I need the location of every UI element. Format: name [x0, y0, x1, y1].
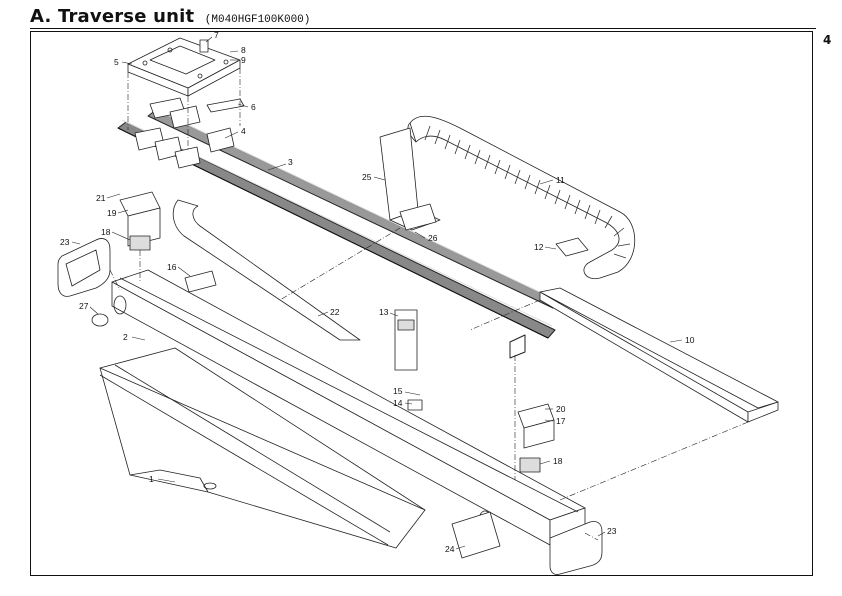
callout-7: 7	[214, 30, 219, 40]
callout-18: 18	[101, 227, 111, 237]
air-unit	[394, 309, 423, 411]
callout-6: 6	[251, 102, 256, 112]
callout-26: 26	[428, 233, 438, 243]
callout-17: 17	[556, 416, 566, 426]
cover-plate	[451, 511, 501, 559]
callout-1: 1	[149, 474, 154, 484]
plug	[91, 313, 109, 327]
callout-27: 27	[79, 301, 89, 311]
page-title: A. Traverse unit (M040HGF100K000)	[30, 6, 310, 27]
bracket-6	[206, 98, 245, 113]
base-frame	[99, 347, 426, 549]
callout-4: 4	[241, 126, 246, 136]
callout-19: 19	[107, 208, 117, 218]
section-title: A. Traverse unit	[30, 6, 195, 27]
callout-2: 2	[123, 332, 128, 342]
callout-9: 9	[241, 55, 246, 65]
callout-16: 16	[167, 262, 177, 272]
callout-15: 15	[393, 386, 403, 396]
callout-20: 20	[556, 404, 566, 414]
cable-strip	[172, 199, 361, 341]
cable-chain	[407, 115, 636, 280]
callout-18b: 18	[553, 456, 563, 466]
callout-25: 25	[362, 172, 372, 182]
callout-5: 5	[114, 57, 119, 67]
right-end-block	[517, 403, 555, 473]
chain-end-bracket	[555, 237, 589, 257]
callout-11: 11	[556, 175, 565, 185]
left-end-block	[119, 191, 161, 251]
callout-labels: 1 2 3 4 5 6 7 8 9 10 11 12 13 14 15 16 1…	[60, 30, 695, 554]
callout-10: 10	[685, 335, 695, 345]
page-number: 4	[823, 33, 832, 47]
callout-23: 23	[60, 237, 70, 247]
end-caps	[57, 238, 603, 575]
bracket-16	[184, 270, 217, 293]
construction-lines	[109, 68, 749, 541]
title-underline	[30, 28, 816, 29]
callout-12: 12	[534, 242, 544, 252]
callout-3: 3	[288, 157, 293, 167]
part-code: (M040HGF100K000)	[204, 14, 311, 26]
callout-14: 14	[393, 398, 403, 408]
linear-blocks	[134, 97, 235, 169]
chain-bracket	[379, 127, 441, 231]
drawing-frame	[30, 31, 813, 576]
callout-22: 22	[330, 307, 340, 317]
bottom-plate	[539, 287, 779, 423]
callout-13: 13	[379, 307, 389, 317]
callout-24: 24	[445, 544, 455, 554]
carriage-plate	[127, 37, 241, 97]
callout-21: 21	[96, 193, 106, 203]
leader-lines	[71, 36, 683, 550]
callout-23b: 23	[607, 526, 617, 536]
callout-8: 8	[241, 45, 246, 55]
